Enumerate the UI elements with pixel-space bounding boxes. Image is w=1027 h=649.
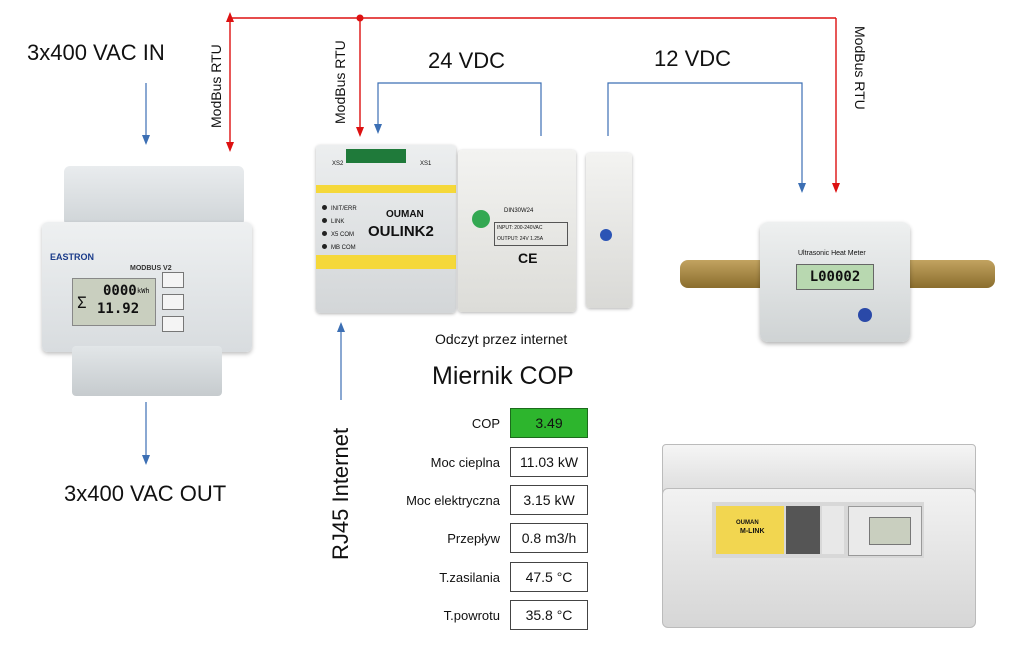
ac-in-label: 3x400 VAC IN xyxy=(27,40,165,65)
modbus-bus xyxy=(226,12,840,193)
psu-24vdc: DIN30W24 INPUT: 200-240VAC OUTPUT: 24V 1… xyxy=(458,150,576,315)
odczyt-label: Odczyt przez internet xyxy=(435,331,568,347)
moc-elektryczna-value: 3.15 kW xyxy=(510,485,588,515)
oulink-leds: INIT/ERR LINK X5 COM MB COM xyxy=(322,203,357,255)
cop-row-przeplyw: Przepływ 0.8 m3/h xyxy=(380,523,590,555)
modbus-mid-label: ModBus RTU xyxy=(332,40,348,124)
t-zasilania-value: 47.5 °C xyxy=(510,562,588,592)
energy-meter: EASTRON MODBUS V2 Σ 0000 11.92 kWh xyxy=(42,160,252,400)
przeplyw-value: 0.8 m3/h xyxy=(510,523,588,553)
rj45-arrow xyxy=(337,322,345,400)
moc-cieplna-value: 11.03 kW xyxy=(510,447,588,477)
vdc24-line xyxy=(374,82,542,136)
meter-lcd: Σ 0000 11.92 kWh xyxy=(72,278,156,326)
cop-row-cop: COP 3.49 xyxy=(380,408,590,440)
modbus-left-label: ModBus RTU xyxy=(208,44,224,128)
mlink-module: OUMAN M-LINK xyxy=(716,506,784,554)
cop-row-moc-cieplna: Moc cieplna 11.03 kW xyxy=(380,447,590,479)
ac-arrows xyxy=(142,83,150,465)
cop-row-t-zasilania: T.zasilania 47.5 °C xyxy=(380,562,590,594)
ac-out-label: 3x400 VAC OUT xyxy=(64,481,227,506)
vdc24-label: 24 VDC xyxy=(428,48,506,73)
eastron-logo: EASTRON xyxy=(50,252,95,262)
cop-value: 3.49 xyxy=(510,408,588,438)
oulink2-gateway: XS2 XS1 OUMAN OULINK2 INIT/ERR LINK X5 C… xyxy=(316,145,456,315)
heat-meter: Ultrasonic Heat Meter L00002 xyxy=(680,208,995,348)
cop-row-t-powrotu: T.powrotu 35.8 °C xyxy=(380,600,590,632)
modbus-right-label: ModBus RTU xyxy=(852,26,868,110)
psu-12vdc xyxy=(586,153,632,308)
vdc12-label: 12 VDC xyxy=(654,46,732,71)
heat-meter-lcd: L00002 xyxy=(796,264,874,290)
cop-title: Miernik COP xyxy=(432,362,574,390)
enclosure: OUMAN M-LINK xyxy=(662,444,976,628)
rj45-label: RJ45 Internet xyxy=(328,427,353,560)
cop-row-moc-elektryczna: Moc elektryczna 3.15 kW xyxy=(380,485,590,517)
vdc12-line xyxy=(607,82,806,193)
t-powrotu-value: 35.8 °C xyxy=(510,600,588,630)
